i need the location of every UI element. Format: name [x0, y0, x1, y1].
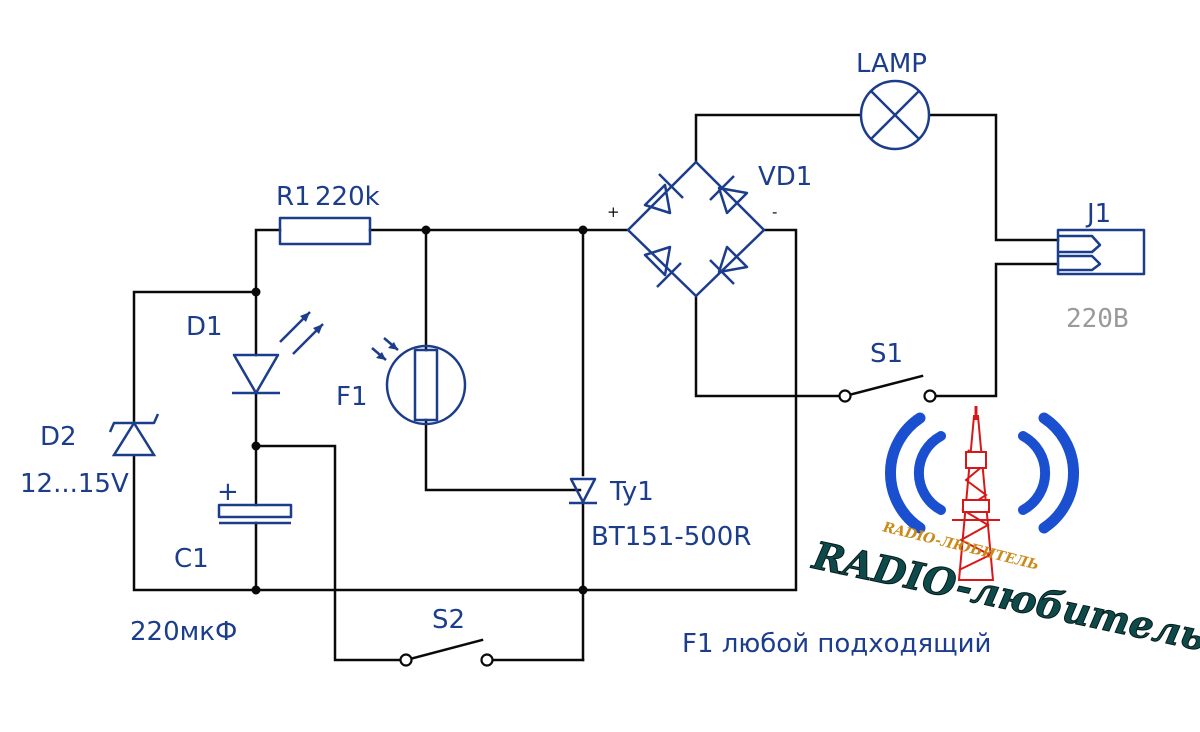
d1-label: D1 — [186, 312, 223, 342]
ty1-label: Ty1 — [609, 477, 654, 507]
zener-d2: D2 12...15V — [20, 413, 160, 499]
lamp: LAMP — [856, 49, 931, 151]
note-f1: F1 любой подходящий — [682, 629, 991, 659]
j1-label: J1 — [1085, 199, 1111, 229]
connector-j1: J1 220B — [1056, 199, 1146, 334]
vd1-label: VD1 — [758, 162, 812, 192]
photoresistor-f1: F1 — [336, 337, 467, 426]
ty1-value: BT151-500R — [591, 522, 751, 552]
s2-label: S2 — [432, 605, 465, 635]
lamp-label: LAMP — [856, 49, 927, 79]
resistor-r1: R1 220k — [276, 182, 380, 246]
mains-voltage-label: 220B — [1066, 304, 1129, 334]
junction-dots — [251, 225, 588, 595]
r1-label: R1 — [276, 182, 311, 212]
switch-s1: S1 — [838, 339, 937, 403]
wires — [132, 113, 1060, 662]
d2-value: 12...15V — [20, 469, 129, 499]
radio-tower-icon — [884, 406, 1080, 581]
c1-plus: + — [217, 477, 239, 507]
s1-label: S1 — [870, 339, 903, 369]
c1-label: C1 — [174, 544, 209, 574]
f1-label: F1 — [336, 382, 368, 412]
r1-value: 220k — [315, 182, 380, 212]
c1-value: 220мкФ — [130, 617, 237, 647]
vd1-plus: + — [607, 203, 620, 221]
d2-label: D2 — [40, 422, 77, 452]
switch-s2: S2 — [399, 605, 494, 667]
vd1-minus: - — [772, 203, 777, 221]
radio-lyubitel-logo: RADIO-ЛЮБИТЕЛЬ RADIO-любитель — [808, 406, 1200, 660]
led-d1: D1 — [186, 311, 324, 395]
capacitor-c1: + C1 220мкФ — [130, 477, 293, 647]
thyristor-ty1: Ty1 BT151-500R — [569, 477, 751, 552]
diode-bridge-vd1: VD1 + - — [607, 160, 812, 298]
